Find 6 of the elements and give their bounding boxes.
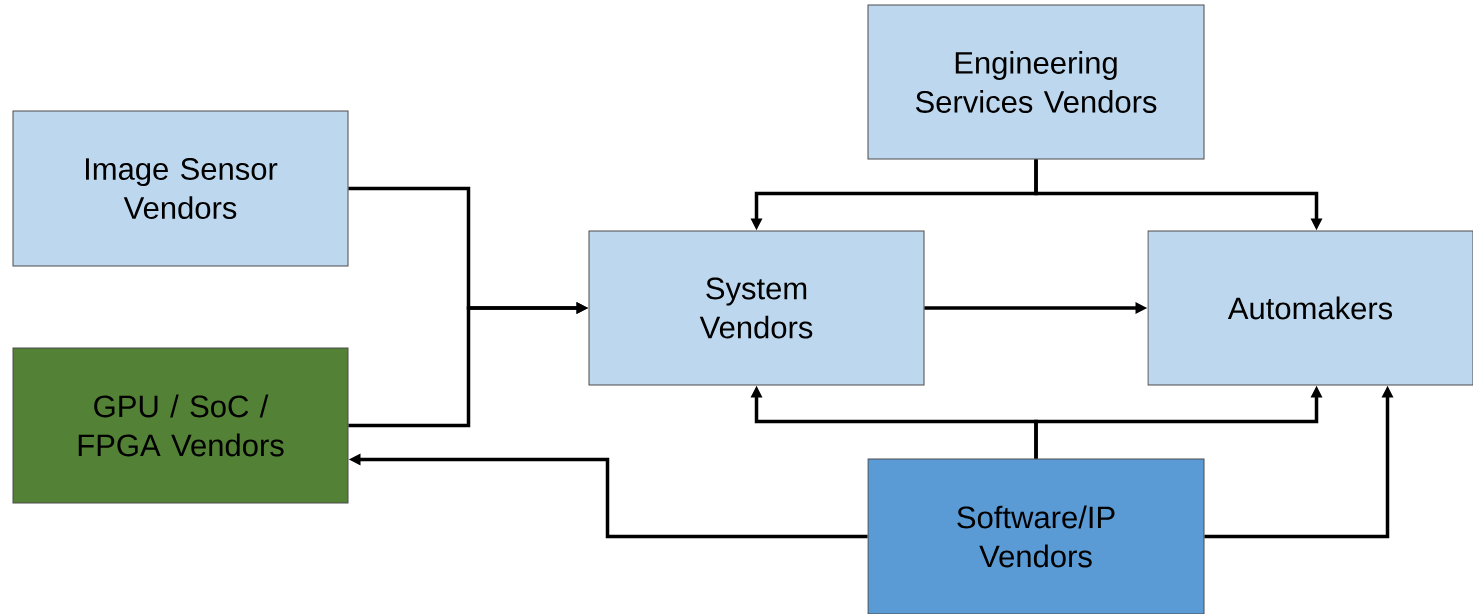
vendor-box: Image Sensor Vendors	[12, 110, 349, 267]
vendor-box: Automakers	[1147, 230, 1473, 386]
vendor-box: GPU / SoC / FPGA Vendors	[12, 347, 349, 504]
vendor-box: Engineering Services Vendors	[867, 4, 1205, 160]
vendor-box: System Vendors	[588, 230, 925, 386]
vendor-box: Software/IP Vendors	[867, 458, 1205, 614]
